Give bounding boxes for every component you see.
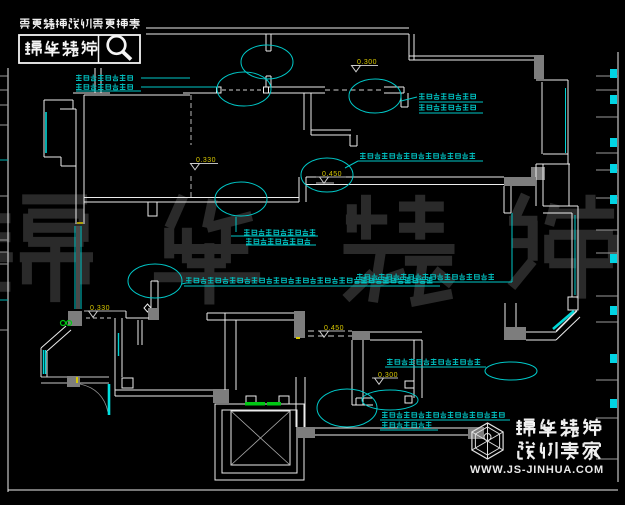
svg-text:WWW.JS-JINHUA.COM: WWW.JS-JINHUA.COM: [470, 464, 604, 476]
svg-text:0.300: 0.300: [357, 59, 377, 66]
svg-text:0.330: 0.330: [196, 157, 216, 164]
